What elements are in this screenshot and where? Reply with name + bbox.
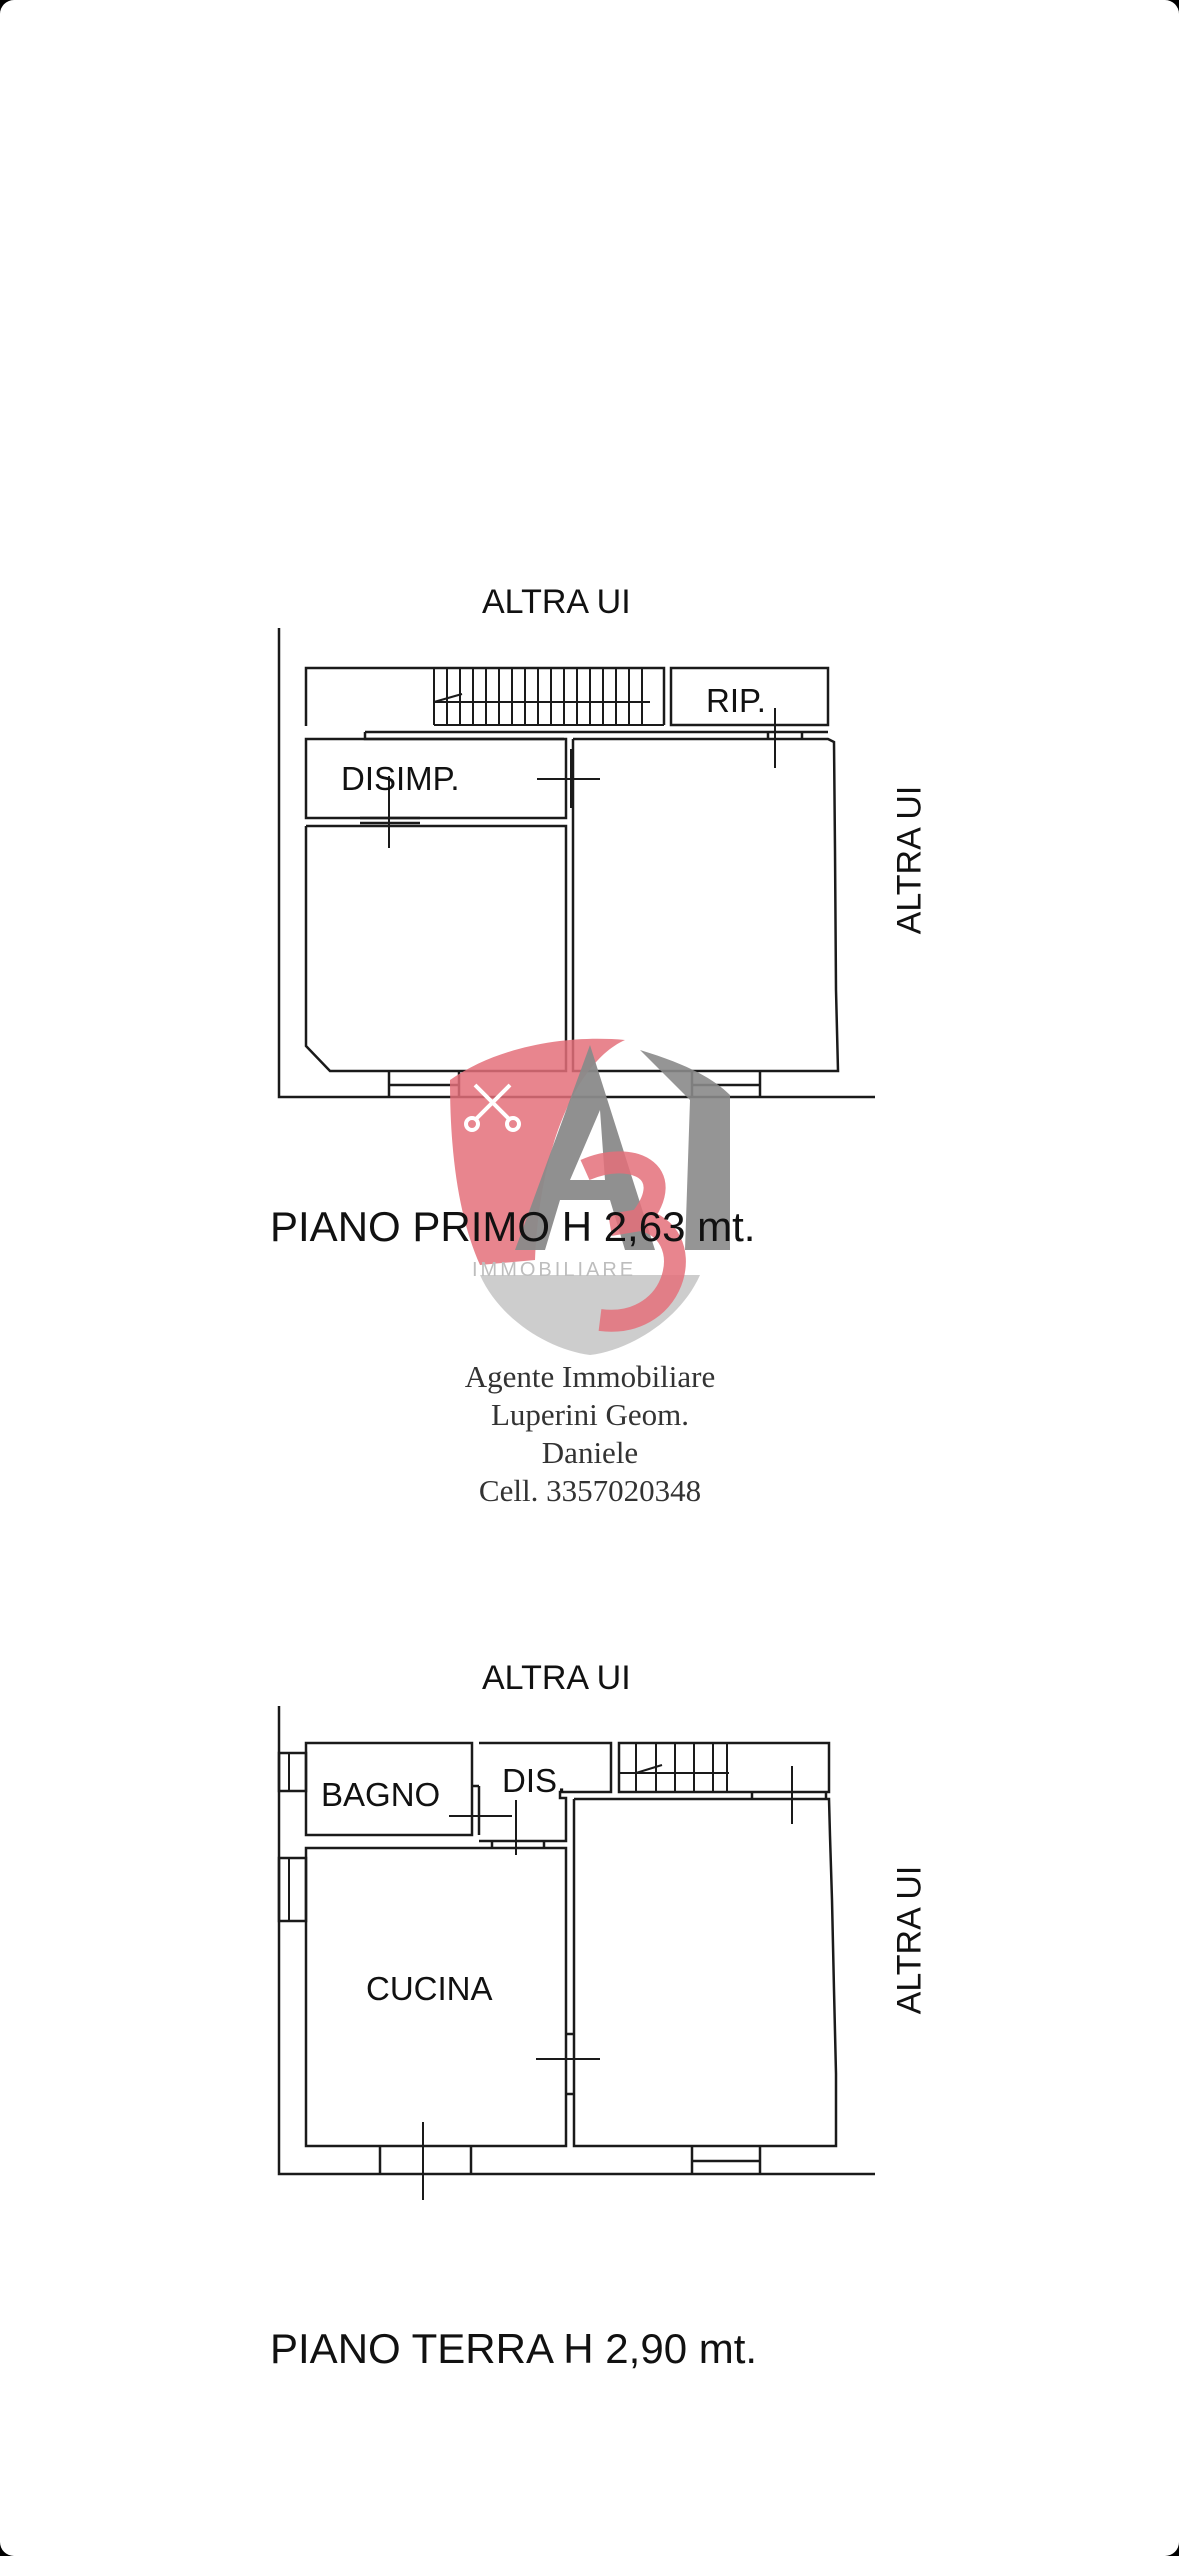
- stairs-icon: [433, 668, 664, 726]
- piano-terra-plan: [277, 1706, 875, 2200]
- room-label-disimp: DISIMP.: [341, 760, 460, 797]
- top-neighbor-label: ALTRA UI: [482, 583, 631, 621]
- stairs-icon: [619, 1743, 729, 1792]
- logo-wordmark: IMMOBILIARE: [472, 1259, 637, 1281]
- top-neighbor-label: ALTRA UI: [482, 1659, 631, 1697]
- contact-line: Daniele: [541, 1435, 639, 1470]
- floor-title-piano-terra: PIANO TERRA H 2,90 mt.: [270, 2325, 758, 2372]
- right-neighbor-label: ALTRA UI: [890, 1865, 929, 2015]
- floor-title-piano-primo: PIANO PRIMO H 2,63 mt.: [270, 1203, 756, 1250]
- contact-phone: Cell. 3357020348: [478, 1473, 702, 1508]
- room-label-rip: RIP.: [706, 682, 766, 719]
- room-label-cucina: CUCINA: [366, 1970, 493, 2007]
- contact-line: Luperini Geom.: [490, 1397, 689, 1432]
- contact-line: Agente Immobiliare: [464, 1359, 716, 1394]
- room-label-dis: DIS.: [502, 1762, 567, 1799]
- room-label-bagno: BAGNO: [321, 1776, 441, 1813]
- right-neighbor-label: ALTRA UI: [890, 785, 929, 935]
- agent-contact-block: Agente Immobiliare Luperini Geom. Daniel…: [420, 1358, 760, 1510]
- a3-keys-shield-logo-icon: [450, 1038, 730, 1355]
